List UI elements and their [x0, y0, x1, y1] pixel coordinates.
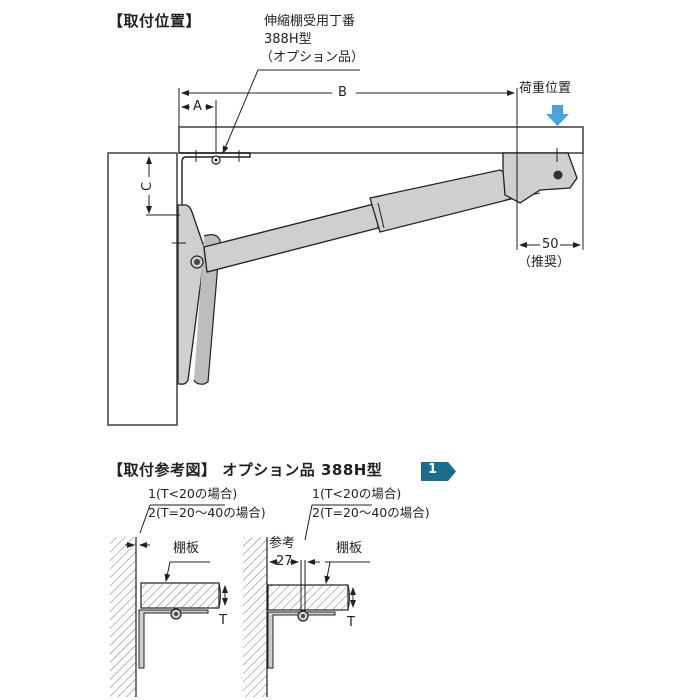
left-thickness-label: T [219, 613, 227, 628]
reference-detail-left [110, 504, 228, 697]
shelf-board [178, 126, 584, 154]
dimension-50-label: 50 [542, 237, 559, 252]
bracket-wall-mount [172, 204, 221, 385]
dimension-c-label: C [140, 181, 156, 192]
dimension-lines [146, 69, 584, 250]
section-title-reference: 【取付参考図】 オプション品 388H型 [108, 461, 383, 479]
right-reference-label: 参考 [269, 536, 296, 551]
badge-number: 1 [428, 462, 438, 477]
load-position-label: 荷重位置 [519, 81, 572, 96]
right-reference-value: 27 [276, 554, 293, 569]
recommended-note: （推奨） [518, 255, 571, 270]
left-shelf-label: 棚板 [173, 541, 200, 556]
hinge-388h [179, 150, 251, 205]
bracket-shelf-mount [502, 148, 578, 204]
left-note-line2: 2(T=20〜40の場合) [148, 505, 266, 520]
right-note-line1: 1(T<20の場合) [312, 486, 402, 501]
part-callout-line2: 388H型 [264, 32, 312, 47]
right-shelf-label: 棚板 [336, 541, 363, 556]
bracket-telescopic-arm [203, 169, 541, 273]
badge-shape [421, 462, 456, 481]
right-note-line2: 2(T=20〜40の場合) [312, 505, 430, 520]
section-title-mounting-position: 【取付位置】 [108, 12, 202, 30]
reference-detail-right [243, 504, 372, 697]
part-callout-line1: 伸縮棚受用丁番 [264, 14, 356, 29]
load-position-arrow-icon [546, 105, 569, 126]
left-note-line1: 1(T<20の場合) [148, 486, 238, 501]
right-thickness-label: T [347, 615, 355, 630]
dimension-b-label: B [338, 85, 347, 100]
part-callout-line3: （オプション品） [260, 50, 365, 65]
dimension-a-label: A [193, 99, 202, 114]
cabinet-panel [107, 152, 178, 426]
